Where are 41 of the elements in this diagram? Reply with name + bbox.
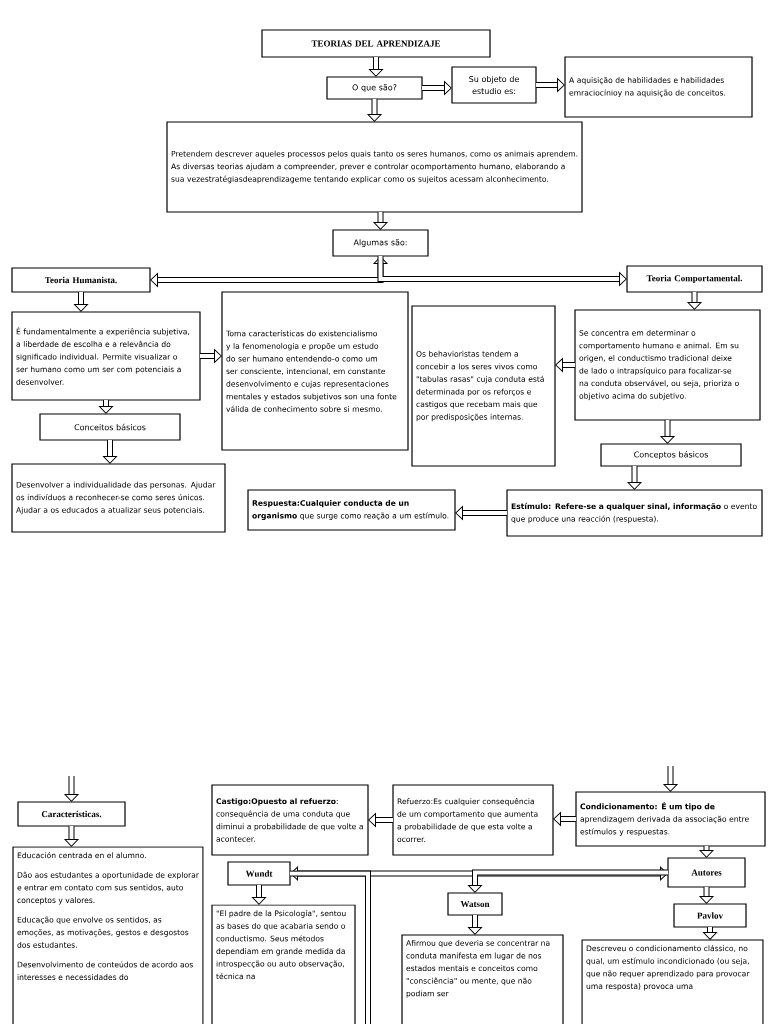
arrow (422, 81, 452, 95)
arrow (663, 766, 678, 792)
label-box: O que são? (326, 76, 423, 100)
heading-box: Wundt (227, 861, 291, 886)
arrow (699, 887, 714, 904)
arrow (455, 506, 507, 520)
label-box: Su objeto de estudio es: (451, 66, 537, 104)
arrow (290, 866, 668, 881)
arrow (367, 99, 382, 122)
arrow (200, 349, 222, 363)
heading-box: Watson (447, 892, 503, 916)
arrow (703, 927, 717, 940)
arrow (468, 869, 668, 893)
heading-box: Teoria Comportamental. (626, 265, 763, 293)
arrow (687, 292, 702, 310)
arrow (699, 846, 714, 858)
arrow (555, 358, 575, 372)
arrow (64, 776, 79, 802)
heading-box: Autores (667, 857, 746, 888)
heading-box: Pavlov (673, 903, 747, 928)
label-box: Conceitos básicos (39, 413, 181, 441)
arrow (373, 212, 388, 230)
arrow (377, 256, 627, 286)
arrow (64, 826, 79, 847)
arrow (99, 400, 113, 414)
heading-box: Teoria Humanista. (11, 267, 151, 293)
label-box: Algumas são: (332, 229, 429, 257)
arrow (660, 420, 675, 444)
arrow (553, 812, 576, 826)
arrow (150, 256, 388, 287)
arrow (627, 466, 642, 490)
arrow (252, 885, 266, 905)
heading-box: TEORIAS DEL APRENDIZAJE (261, 29, 491, 58)
arrow (74, 292, 88, 312)
arrow (369, 57, 383, 77)
arrow (103, 440, 117, 464)
arrow (368, 813, 393, 827)
arrow (536, 78, 565, 92)
label-box: Conceptos básicos (600, 443, 742, 467)
arrow (468, 915, 482, 935)
heading-box: Características. (17, 801, 126, 827)
